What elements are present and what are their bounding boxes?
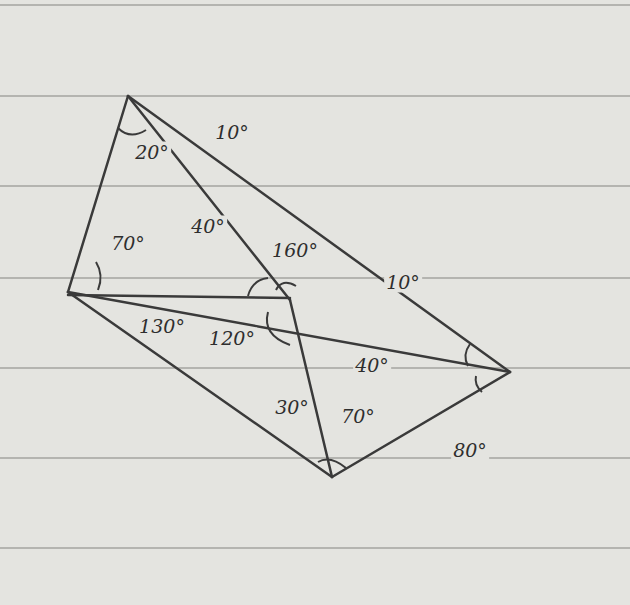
angle-label: 10° bbox=[213, 122, 251, 143]
angle-label: 70° bbox=[109, 233, 147, 254]
angle-label: 120° bbox=[207, 328, 257, 349]
angle-label: 40° bbox=[353, 355, 391, 376]
angle-label: 130° bbox=[137, 316, 187, 337]
angle-label: 160° bbox=[270, 240, 320, 261]
angle-label: 80° bbox=[451, 440, 489, 461]
angle-label: 20° bbox=[133, 142, 171, 163]
angle-label: 40° bbox=[189, 216, 227, 237]
angle-label: 10° bbox=[384, 272, 422, 293]
quadrilateral bbox=[68, 96, 510, 477]
ruled-lines bbox=[0, 5, 630, 548]
angle-label: 30° bbox=[273, 397, 311, 418]
angle-arcs bbox=[96, 128, 482, 468]
angle-label: 70° bbox=[339, 406, 377, 427]
